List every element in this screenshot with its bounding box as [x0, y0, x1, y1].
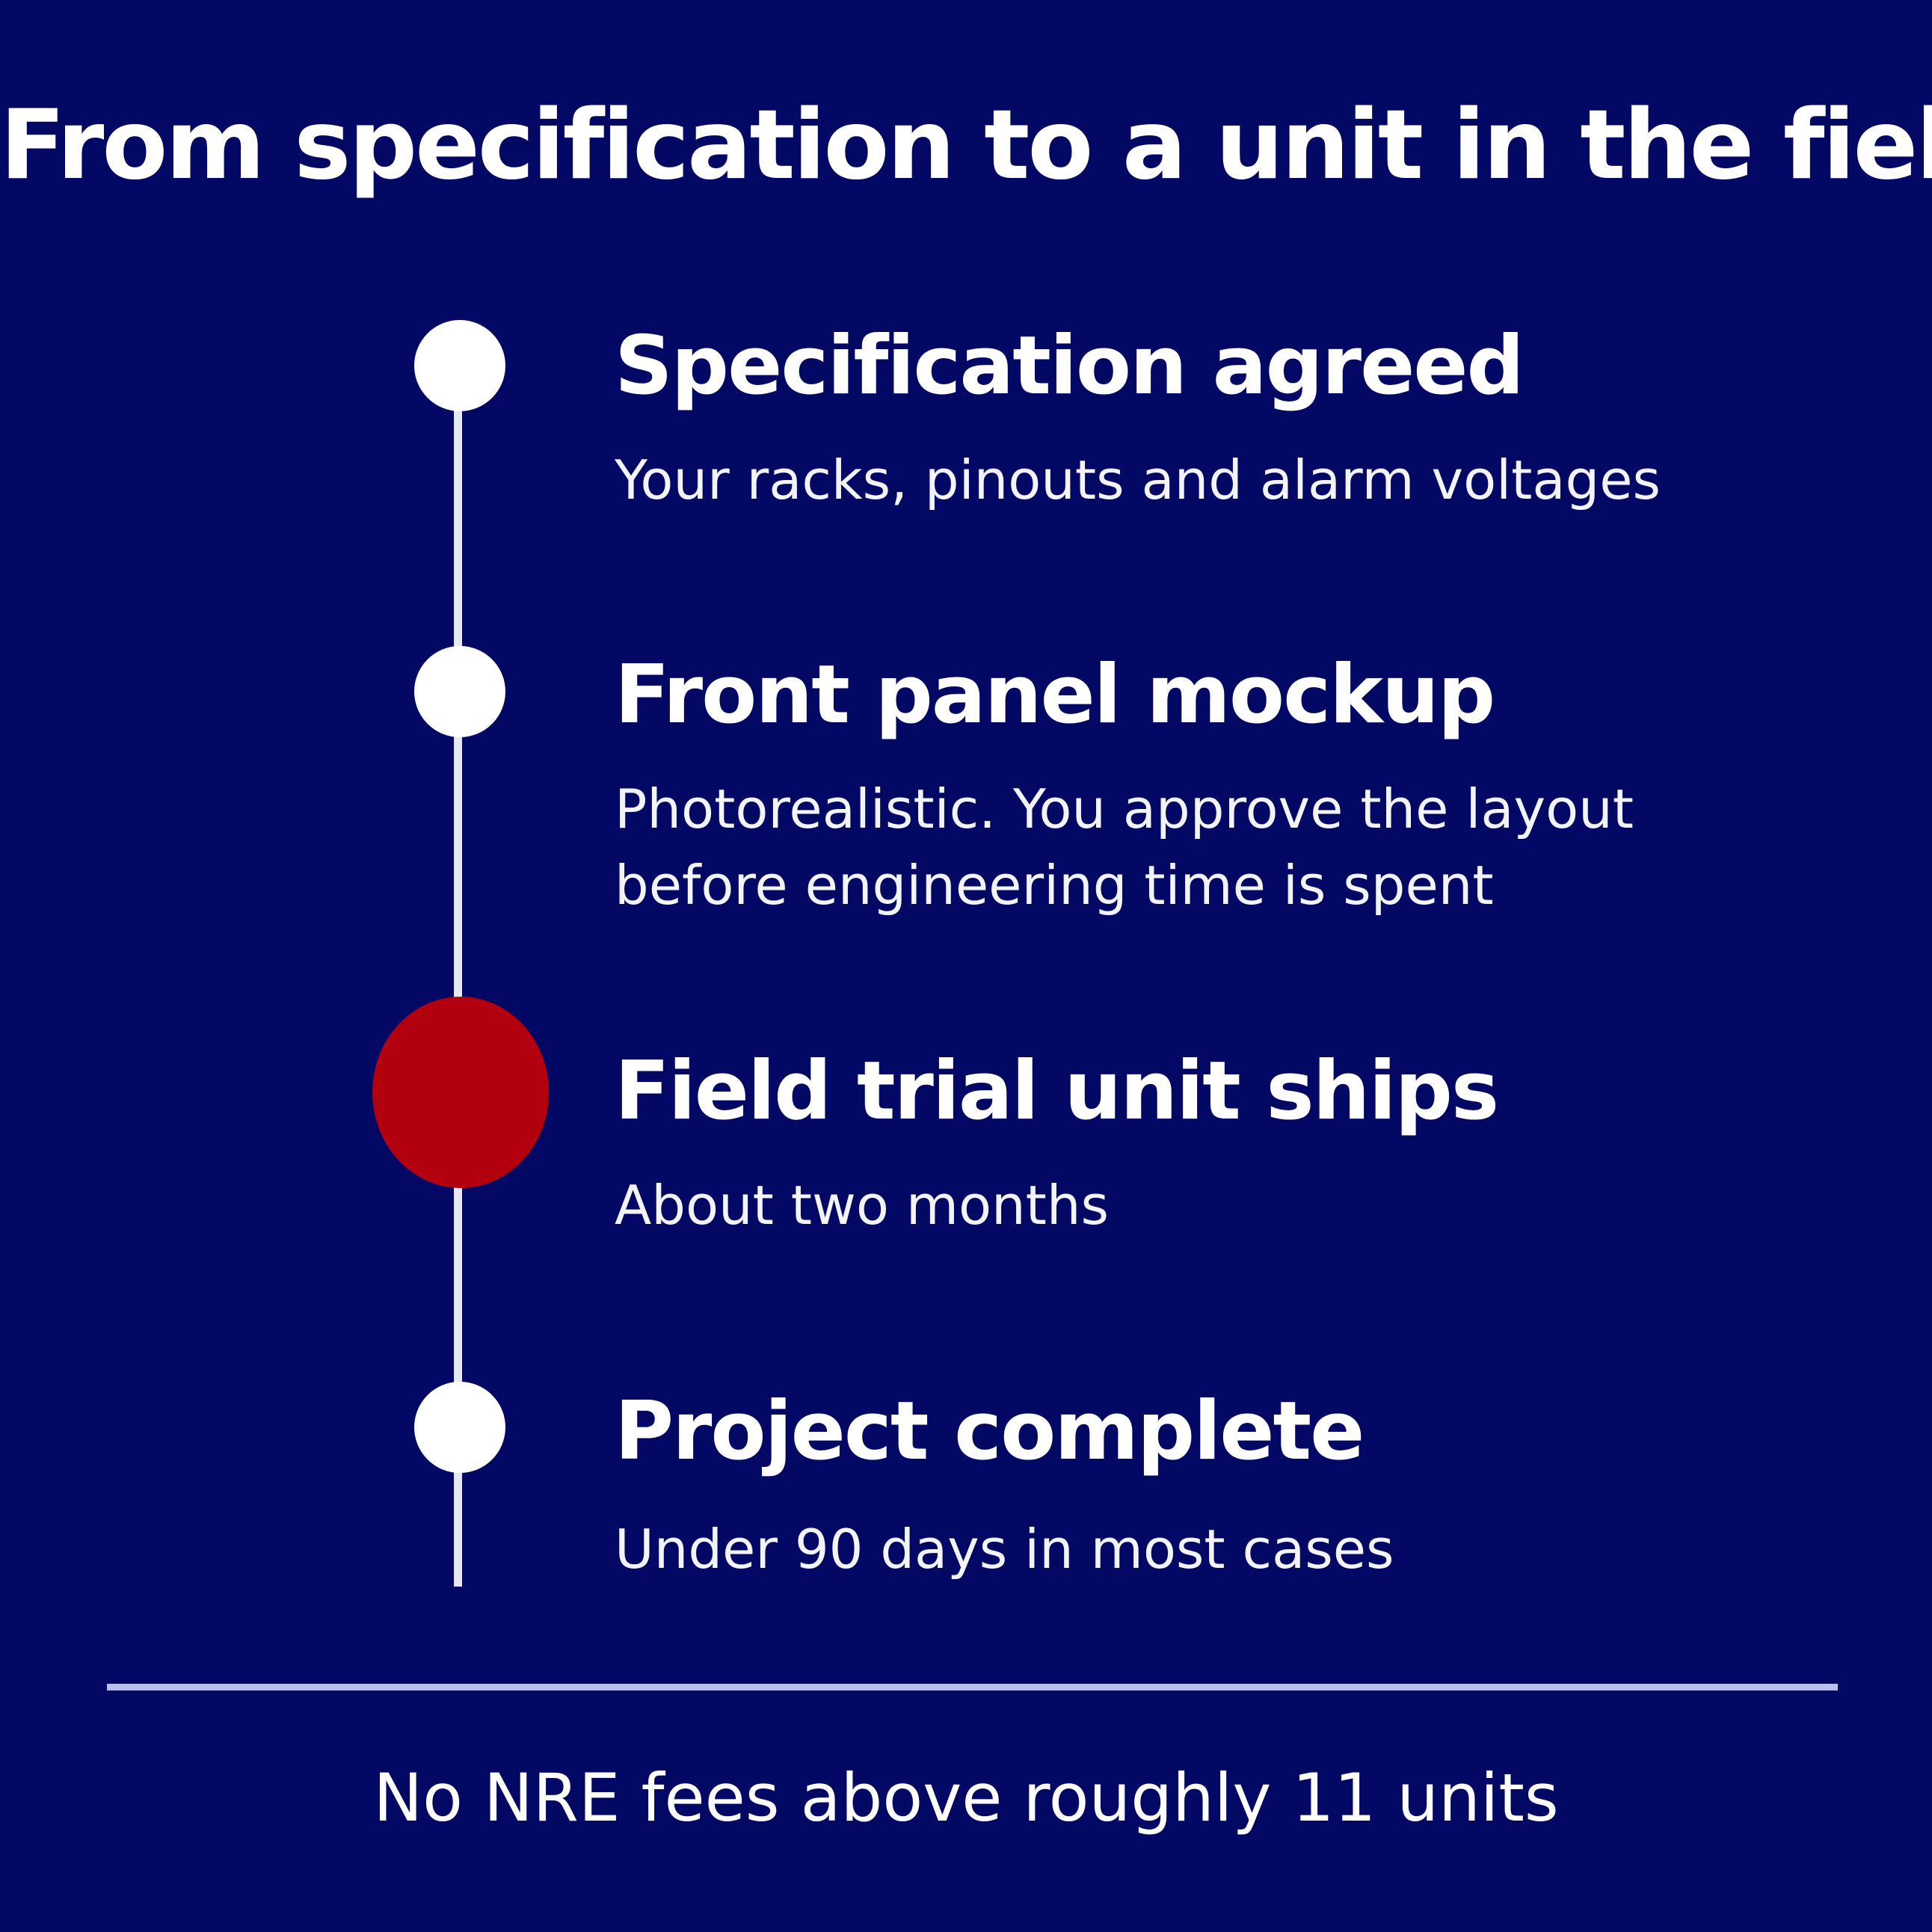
step-title-4: Project complete [615, 1385, 1365, 1478]
step-description-3-line-1: About two months [615, 1174, 1110, 1237]
page-title: From specification to a unit in the fiel… [0, 90, 1932, 201]
step-description-1-line-1: Your racks, pinouts and alarm voltages [615, 449, 1661, 511]
step-title-1: Specification agreed [615, 319, 1525, 413]
step-marker-4 [414, 1382, 505, 1473]
timeline-line [454, 368, 462, 1587]
step-marker-3-active [372, 997, 549, 1188]
footer-note: No NRE fees above roughly 11 units [373, 1759, 1559, 1836]
step-title-3: Field trial unit ships [615, 1045, 1499, 1138]
step-description-2-line-1: Photorealistic. You approve the layout [615, 778, 1634, 840]
footer-divider [107, 1684, 1838, 1690]
step-marker-2 [414, 646, 505, 737]
step-marker-1 [414, 320, 505, 411]
step-description-2-line-2: before engineering time is spent [615, 854, 1494, 917]
step-title-2: Front panel mockup [615, 648, 1495, 742]
step-description-4-line-1: Under 90 days in most cases [615, 1518, 1394, 1581]
